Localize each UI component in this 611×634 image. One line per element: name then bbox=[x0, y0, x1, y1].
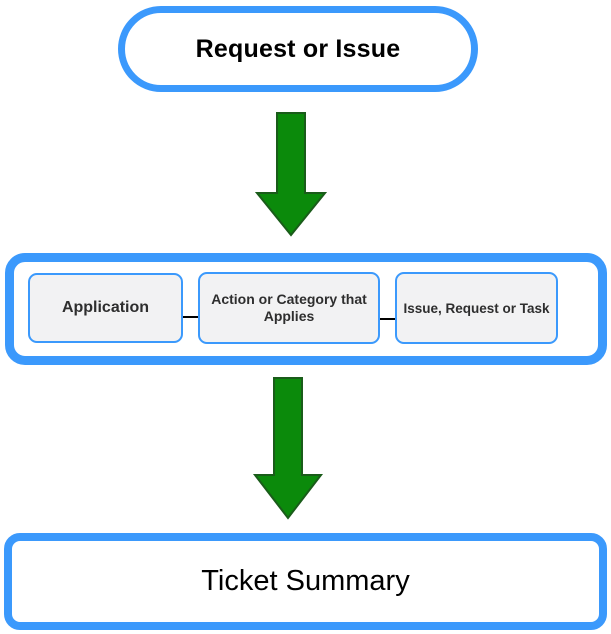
node-application: Application bbox=[28, 273, 183, 343]
node-issue-request-or-task: Issue, Request or Task bbox=[395, 272, 558, 344]
down-arrow-icon bbox=[254, 112, 328, 237]
connector-line-1 bbox=[183, 316, 198, 318]
node-application-label: Application bbox=[61, 299, 150, 316]
connector-line-2 bbox=[380, 318, 395, 320]
node-action-or-category-label: Action or Category that Applies bbox=[211, 291, 367, 324]
node-issue-request-or-task-label: Issue, Request or Task bbox=[403, 300, 550, 316]
down-arrow-shape bbox=[252, 377, 324, 520]
node-action-or-category: Action or Category that Applies bbox=[198, 272, 380, 344]
node-request-or-issue: Request or Issue bbox=[118, 6, 478, 92]
down-arrow-shape bbox=[254, 112, 328, 237]
node-request-or-issue-label: Request or Issue bbox=[195, 34, 401, 63]
node-ticket-summary: Ticket Summary bbox=[4, 533, 607, 630]
node-ticket-summary-label: Ticket Summary bbox=[201, 565, 410, 597]
down-arrow-icon bbox=[252, 377, 324, 520]
